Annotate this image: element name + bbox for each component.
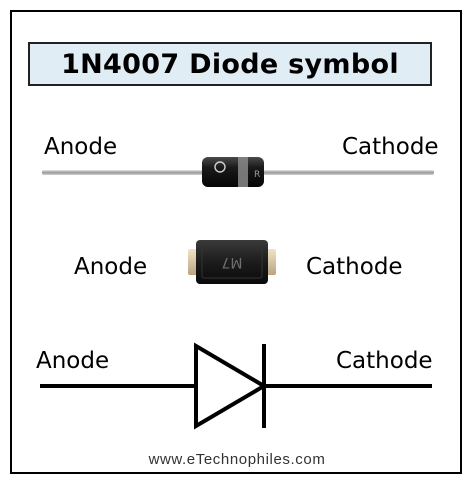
axial-diode-body — [202, 157, 264, 187]
smd-diode: M7 — [188, 240, 276, 284]
title-box: 1N4007 Diode symbol — [28, 42, 432, 86]
smd-body-marking: M7 — [222, 254, 243, 270]
diode-schematic-symbol — [40, 342, 432, 430]
symbol-cathode-label: Cathode — [336, 348, 433, 374]
axial-anode-label: Anode — [44, 134, 118, 160]
axial-body-marking: R — [254, 170, 260, 180]
smd-anode-label: Anode — [74, 254, 148, 280]
smd-cathode-label: Cathode — [306, 254, 403, 280]
smd-diode-body — [196, 240, 268, 284]
symbol-anode-label: Anode — [36, 348, 110, 374]
symbol-triangle — [194, 342, 268, 430]
page-title: 1N4007 Diode symbol — [61, 48, 399, 80]
axial-diode: R — [42, 157, 434, 187]
axial-logo-mark — [214, 161, 226, 173]
axial-cathode-label: Cathode — [342, 134, 439, 160]
smd-body-outline — [201, 245, 263, 279]
axial-cathode-band — [238, 157, 248, 187]
website-footer: www.eTechnophiles.com — [148, 451, 326, 468]
